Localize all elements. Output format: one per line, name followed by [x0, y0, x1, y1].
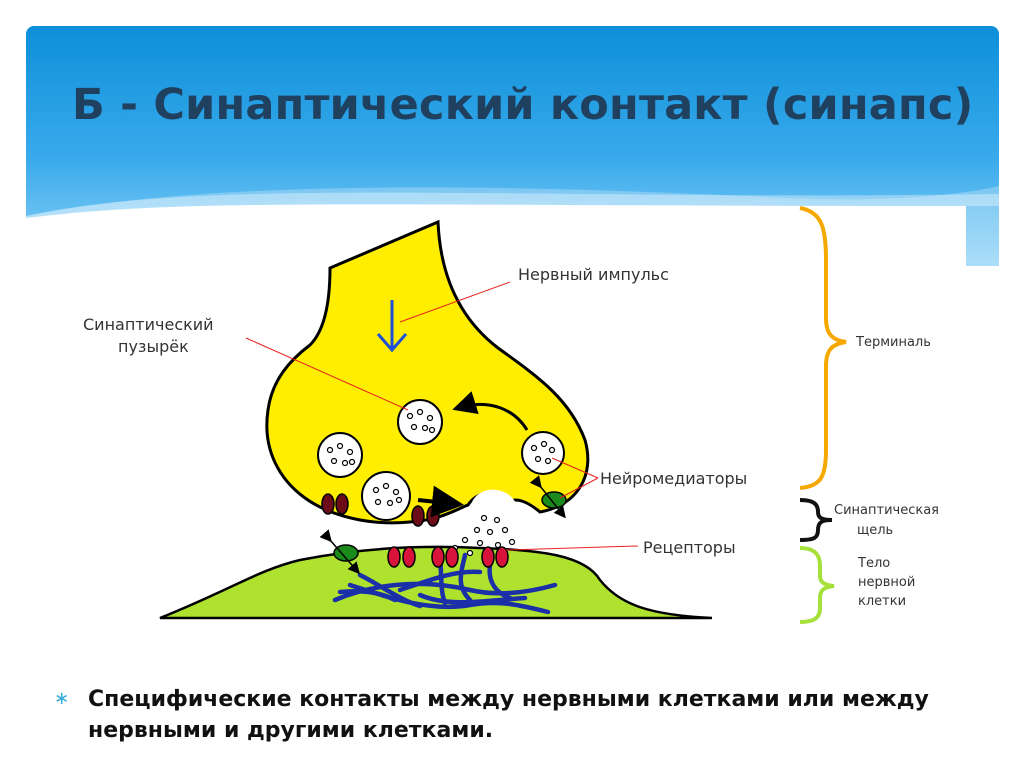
- neurotransmitter-molecules: [451, 514, 516, 557]
- transporter-presynaptic: [541, 491, 567, 509]
- terminal-brace: [799, 206, 847, 490]
- label-terminal: Терминаль: [855, 335, 931, 350]
- synaptic-vesicles: [317, 399, 565, 521]
- label-receptors: Рецепторы: [643, 538, 736, 557]
- vesicle: [397, 399, 443, 445]
- vesicle-release-arrow: [417, 485, 464, 518]
- bullet-item: ∗ Специфические контакты между нервными …: [54, 684, 984, 746]
- pointer-lines: [245, 281, 639, 551]
- header-background: [26, 26, 999, 266]
- vesicle-movement-arrow: [452, 391, 529, 431]
- receptors: [387, 546, 509, 568]
- label-body-line3: клетки: [858, 594, 906, 609]
- slide-title: Б - Синаптический контакт (синапс): [72, 80, 974, 130]
- bullet-icon: ∗: [54, 688, 70, 709]
- label-neurotransmitters: Нейромедиаторы: [600, 469, 747, 488]
- transport-arrows: [319, 475, 566, 575]
- label-cleft-line2: щель: [857, 523, 893, 538]
- label-vesicle-line1: Синаптический: [83, 315, 214, 334]
- label-nerve-impulse: Нервный импульс: [518, 265, 669, 284]
- label-cleft-line1: Синаптическая: [834, 503, 939, 518]
- vesicle: [317, 432, 363, 478]
- impulse-arrow: [376, 300, 408, 353]
- label-body-line1: Тело: [857, 556, 890, 571]
- fusing-vesicle: [470, 489, 518, 512]
- bullet-text: Специфические контакты между нервными кл…: [88, 687, 929, 743]
- label-body-line2: нервной: [858, 575, 915, 590]
- vesicle: [361, 471, 411, 521]
- vesicle: [521, 431, 565, 475]
- presynaptic-channels: [321, 493, 440, 527]
- cleft-brace: [799, 498, 833, 542]
- cell-body-brace: [799, 546, 835, 624]
- nerve-fibers: [332, 552, 558, 615]
- label-vesicle-line2: пузырёк: [118, 337, 189, 356]
- header-banner: Б - Синаптический контакт (синапс): [26, 26, 999, 266]
